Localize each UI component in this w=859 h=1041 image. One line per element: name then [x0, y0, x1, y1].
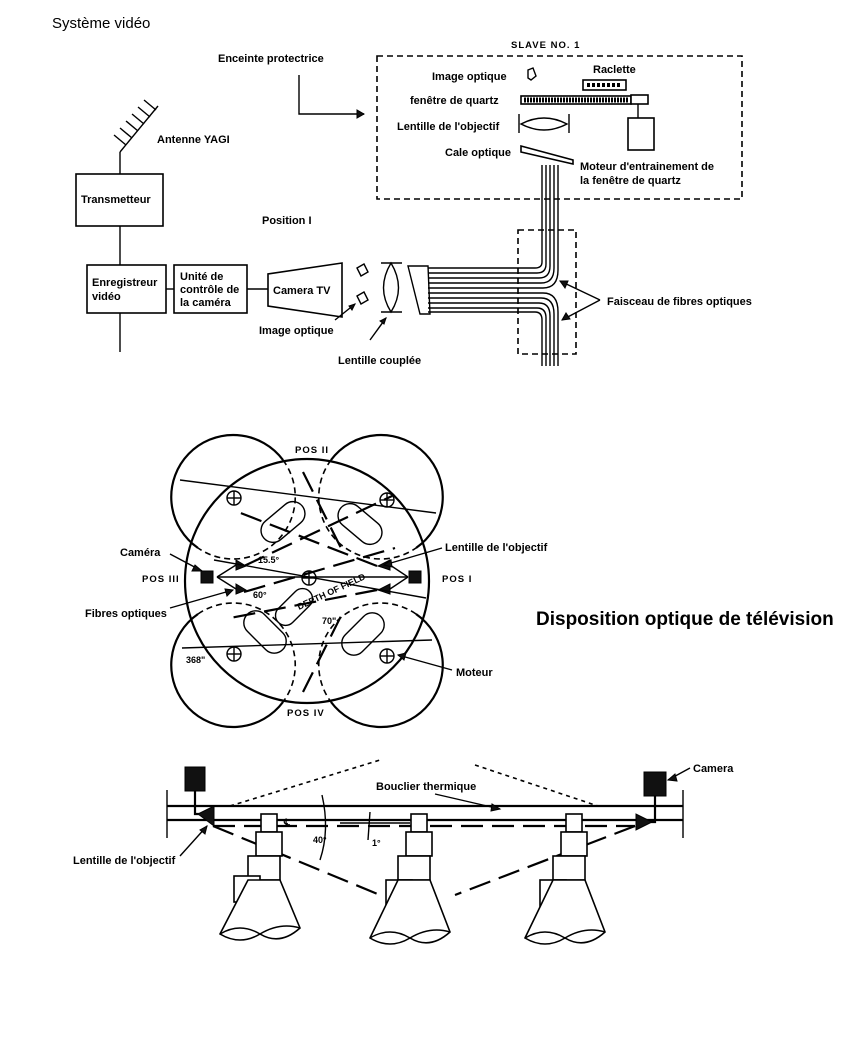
motor-label-2: la fenêtre de quartz	[580, 175, 681, 187]
ccu-label-2: contrôle de	[180, 284, 239, 296]
plan-motor-label: Moteur	[456, 667, 493, 679]
transmitter-label: Transmetteur	[81, 194, 151, 206]
plan-fibers-label: Fibres optiques	[85, 608, 167, 620]
motor-label-1: Moteur d'entrainement de	[580, 161, 714, 173]
slave-objective-lens-label: Lentille de l'objectif	[397, 121, 500, 133]
fiber-bundle-label: Faisceau de fibres optiques	[607, 296, 752, 308]
transmitter-box	[75, 173, 164, 227]
video-system-title: Système vidéo	[52, 15, 150, 32]
video-recorder-box	[86, 264, 167, 314]
optical-image-icon	[356, 263, 369, 305]
slave-title: SLAVE NO. 1	[511, 40, 580, 51]
quartz-window-label: fenêtre de quartz	[410, 95, 499, 107]
layout-title: Disposition optique de télévision	[536, 609, 834, 630]
slave-enclosure-box	[376, 55, 743, 200]
yagi-antenna-icon	[113, 99, 159, 174]
pos-2-label: POS II	[295, 445, 329, 456]
antenna-label: Antenne YAGI	[157, 134, 230, 146]
plan-camera-label: Caméra	[120, 547, 161, 559]
slave-optical-image-icon	[527, 67, 537, 81]
angle-15-label: 15.5°	[258, 555, 280, 565]
dim-368-label: 368"	[186, 655, 205, 665]
recorder-label-2: vidéo	[92, 291, 121, 303]
side-camera-label: Camera	[693, 763, 734, 775]
optical-wedge-icon	[520, 144, 574, 166]
quartz-drive-motor-icon	[627, 117, 655, 151]
plan-lens-label: Lentille de l'objectif	[445, 542, 548, 554]
position-label: Position I	[262, 215, 312, 227]
scraper-label: Raclette	[593, 64, 636, 76]
tv-camera-icon	[267, 262, 343, 318]
dim-70-label: 70"	[322, 616, 336, 626]
angle-60-label: 60°	[253, 590, 267, 600]
side-view-diagram	[166, 759, 684, 945]
ccu-label-1: Unité de	[180, 271, 223, 283]
enclosure-label: Enceinte protectrice	[218, 53, 324, 65]
slave-optical-image-label: Image optique	[432, 71, 507, 83]
heat-shield-label: Bouclier thermique	[376, 781, 476, 793]
centerline-mark: ℄	[283, 817, 290, 827]
recorder-label-1: Enregistreur	[92, 277, 158, 289]
fiber-bundle-icon	[407, 165, 577, 366]
angle-1-label: 1°	[372, 838, 381, 848]
optical-wedge-label: Cale optique	[445, 147, 511, 159]
optical-image-label: Image optique	[259, 325, 334, 337]
ccu-label-3: la caméra	[180, 297, 232, 309]
coupled-lens-label: Lentille couplée	[338, 355, 421, 367]
pos-1-label: POS I	[442, 574, 472, 585]
slave-objective-lens-icon	[518, 114, 570, 133]
plan-layout-diagram	[170, 433, 444, 729]
coupled-lens-icon	[381, 261, 402, 314]
side-lens-label: Lentille de l'objectif	[73, 855, 176, 867]
camera-tv-label: Camera TV	[273, 285, 331, 297]
angle-40-label: 40°	[313, 835, 327, 845]
camera-unit-icon	[243, 500, 385, 656]
pos-4-label: POS IV	[287, 708, 325, 719]
pos-3-label: POS III	[142, 574, 180, 585]
